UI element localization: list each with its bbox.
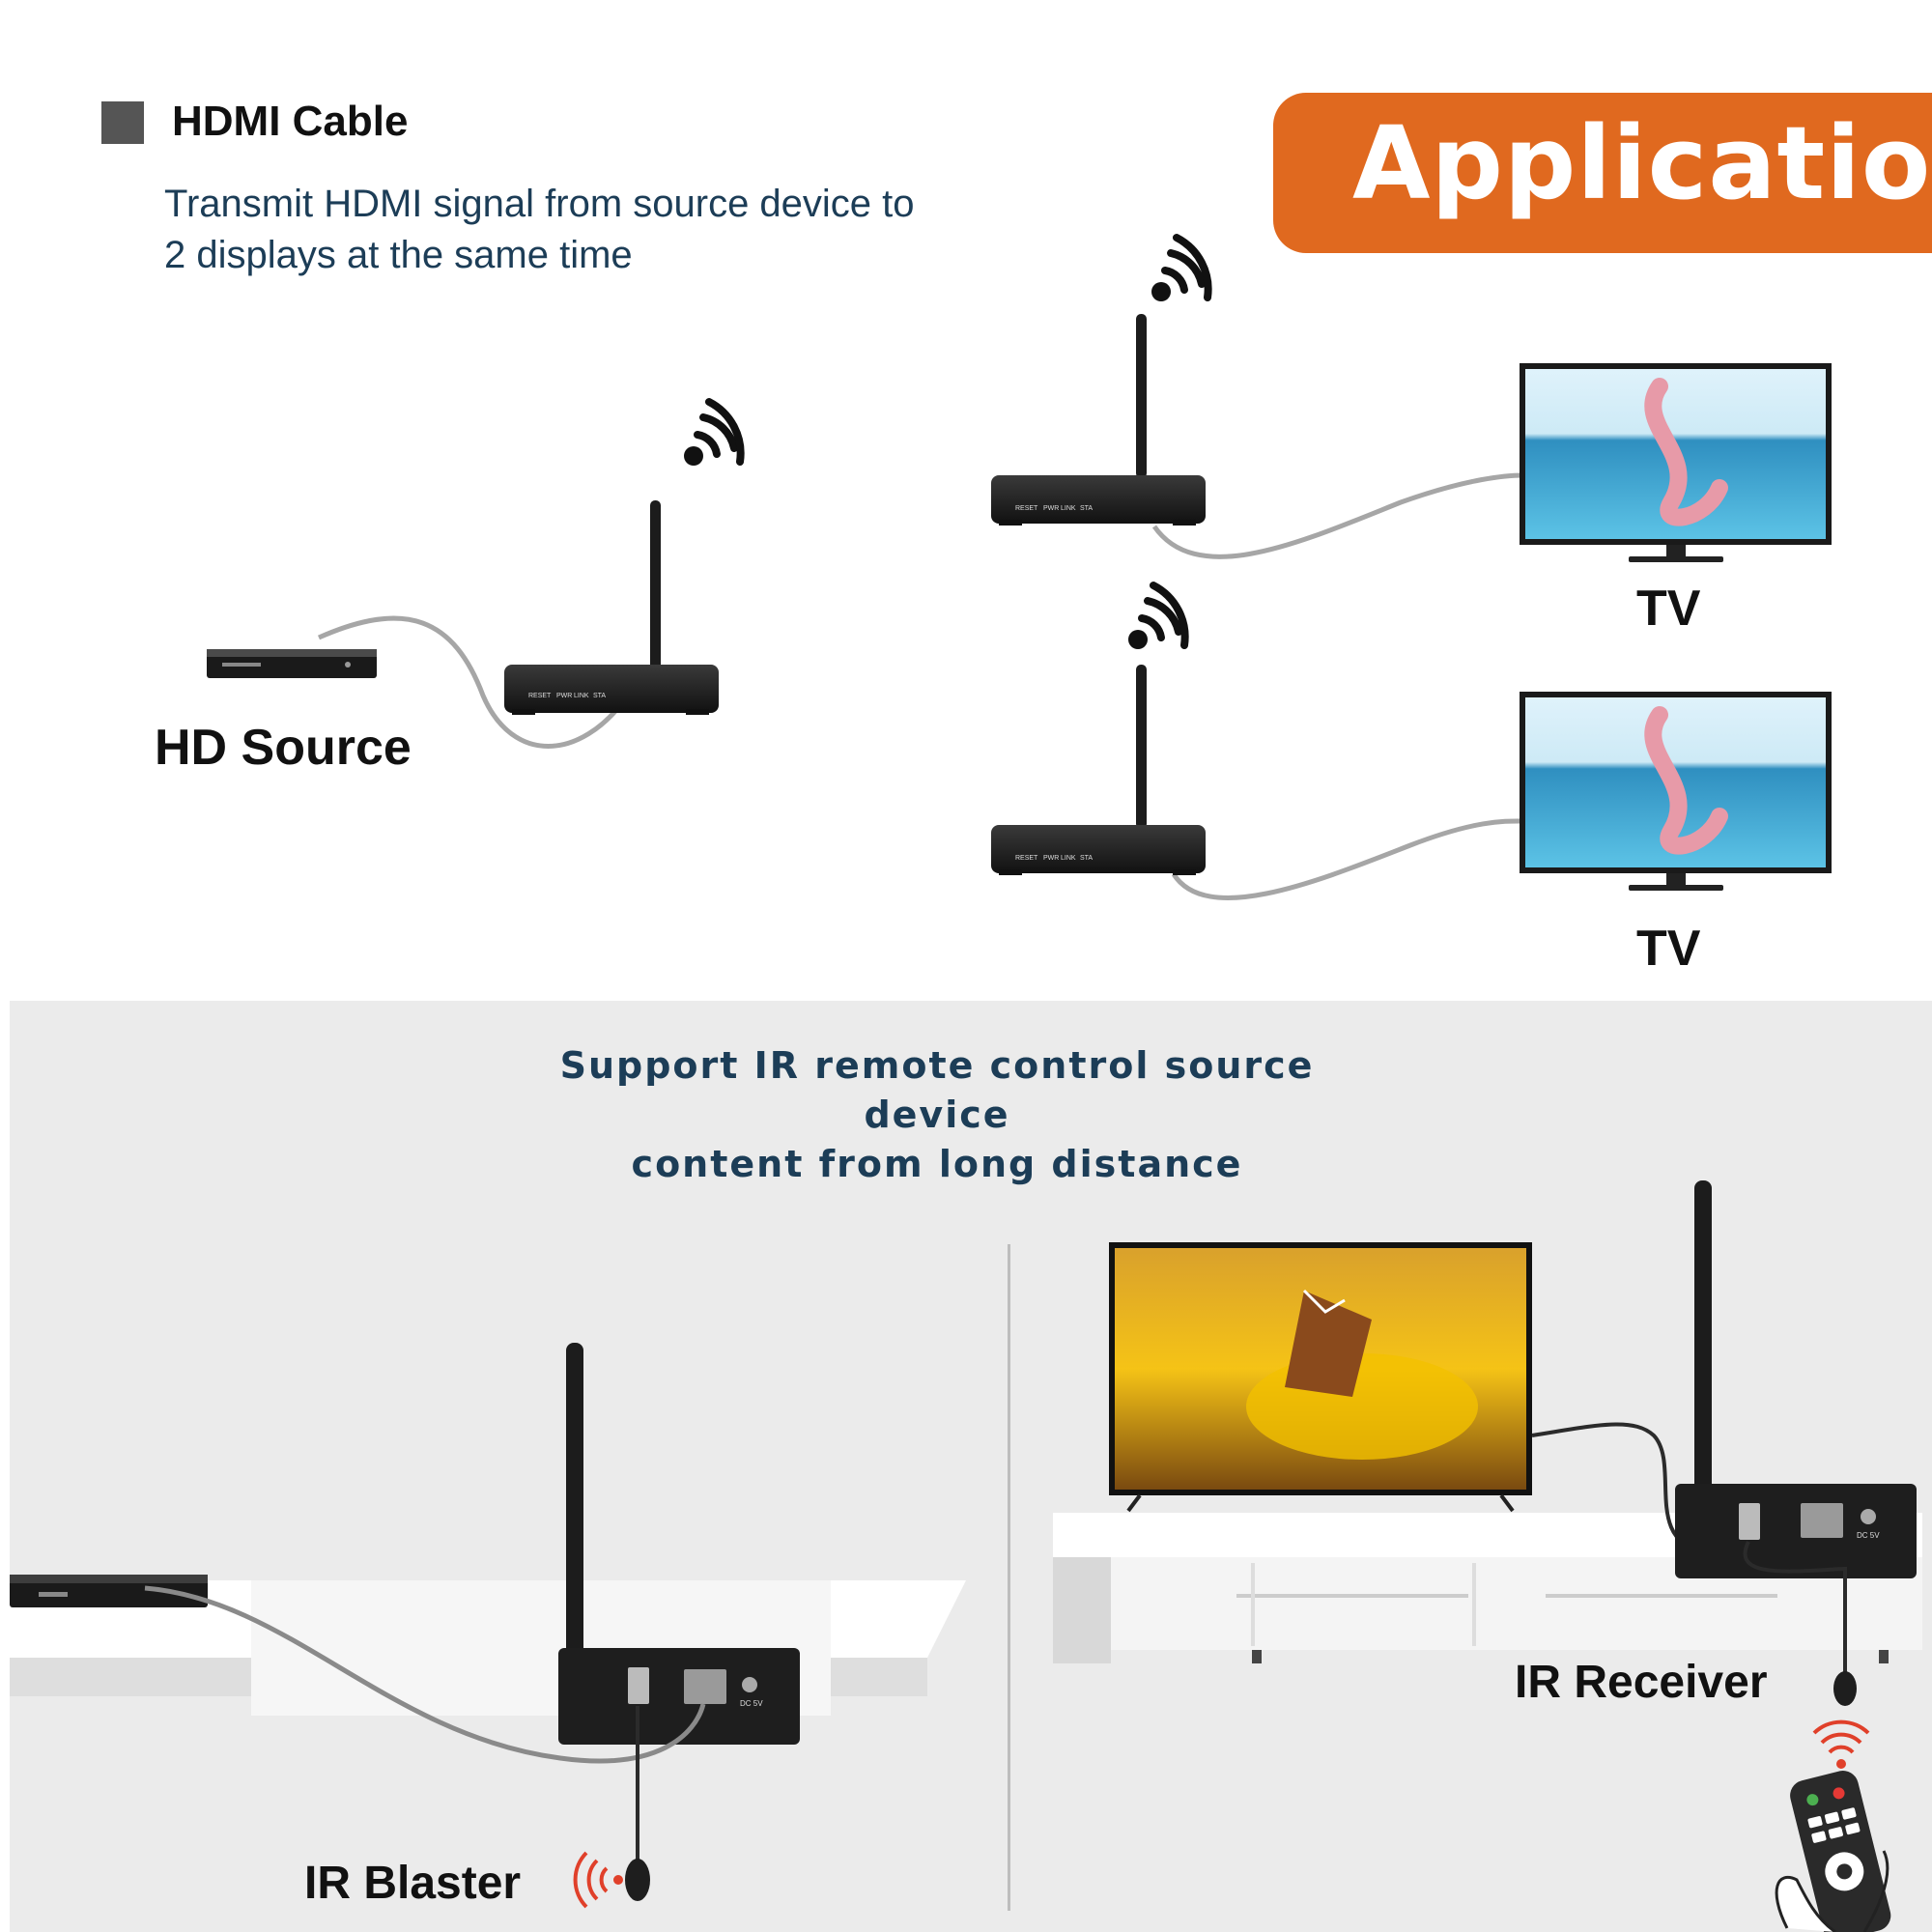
panel-label-link-3: LINK [1061,855,1076,862]
hdmi-cable-tv-upper [1151,472,1525,559]
ir-remote-section [10,1001,1932,1932]
wifi-signal-icon [1151,234,1212,301]
receiver-device-lower: RESET PWR LINK STA [991,665,1206,875]
panel-label-pwr: PWR [556,693,572,699]
hdmi-cable-legend-swatch [101,101,144,144]
tv-lower-label: TV [1636,921,1701,977]
panel-label-sta-3: STA [1080,855,1093,862]
ir-receiver-head [1833,1671,1857,1706]
panel-label-reset: RESET [528,693,552,699]
ir-signal-icon [1812,1719,1870,1769]
application-banner-text: Application [1352,104,1932,222]
panel-label-dc-left: DC 5V [740,1699,763,1708]
hd-source-label: HD Source [155,720,412,776]
application-banner [1273,93,1932,253]
hdmi-extender-diagram: RESET PWR LINK STA RESET PWR LINK STA RE… [207,234,1832,900]
panel-label-reset-2: RESET [1015,505,1038,512]
remote-control [1790,1771,1891,1932]
panel-label-reset-3: RESET [1015,855,1038,862]
panel-label-pwr-3: PWR [1043,855,1059,862]
section-divider [1008,1244,1010,1911]
receiver-device-upper: RESET PWR LINK STA [991,314,1206,526]
ir-title-line-1: Support IR remote control source device [559,1044,1315,1136]
ir-transmitter-device: DC 5V [558,1343,800,1745]
tv-upper [1520,363,1832,562]
ir-blaster-head [625,1859,650,1901]
hd-source-device [207,649,377,678]
panel-label-dc-right: DC 5V [1857,1531,1880,1540]
tv-lower [1520,692,1832,891]
ir-remote-diagram: DC 5V DC [10,1180,1922,1932]
panel-label-link-2: LINK [1061,505,1076,512]
ir-receiver-cable [1743,1541,1847,1677]
hdmi-cable-left [144,1585,706,1764]
hdmi-cable-source [317,615,631,749]
description-line-2: 2 displays at the same time [164,234,633,276]
hand-outline [1775,1850,1889,1932]
wifi-signal-icon [684,398,745,466]
tv-upper-label: TV [1636,581,1701,637]
ir-receiver-label: IR Receiver [1515,1657,1768,1708]
tv-with-butterfly [1109,1242,1532,1513]
panel-label-sta-2: STA [1080,505,1093,512]
wifi-signal-icon [1128,582,1189,649]
ir-title-line-2: content from long distance [631,1143,1243,1185]
top-description: Transmit HDMI signal from source device … [164,179,1034,281]
transmitter-device: RESET PWR LINK STA [504,500,719,715]
description-line-1: Transmit HDMI signal from source device … [164,183,915,225]
dvd-player-left [10,1575,208,1607]
ir-blaster-label: IR Blaster [304,1858,522,1909]
panel-label-pwr-2: PWR [1043,505,1059,512]
ir-section-title: Support IR remote control source device … [483,1041,1391,1189]
hdmi-cable-legend-label: HDMI Cable [172,98,409,145]
panel-label-sta: STA [593,693,606,699]
panel-label-link: LINK [574,693,589,699]
hdmi-cable-tv-lower [1171,818,1525,900]
ir-receiver-device: DC 5V [1675,1180,1917,1578]
ir-signal-icon [573,1851,623,1909]
